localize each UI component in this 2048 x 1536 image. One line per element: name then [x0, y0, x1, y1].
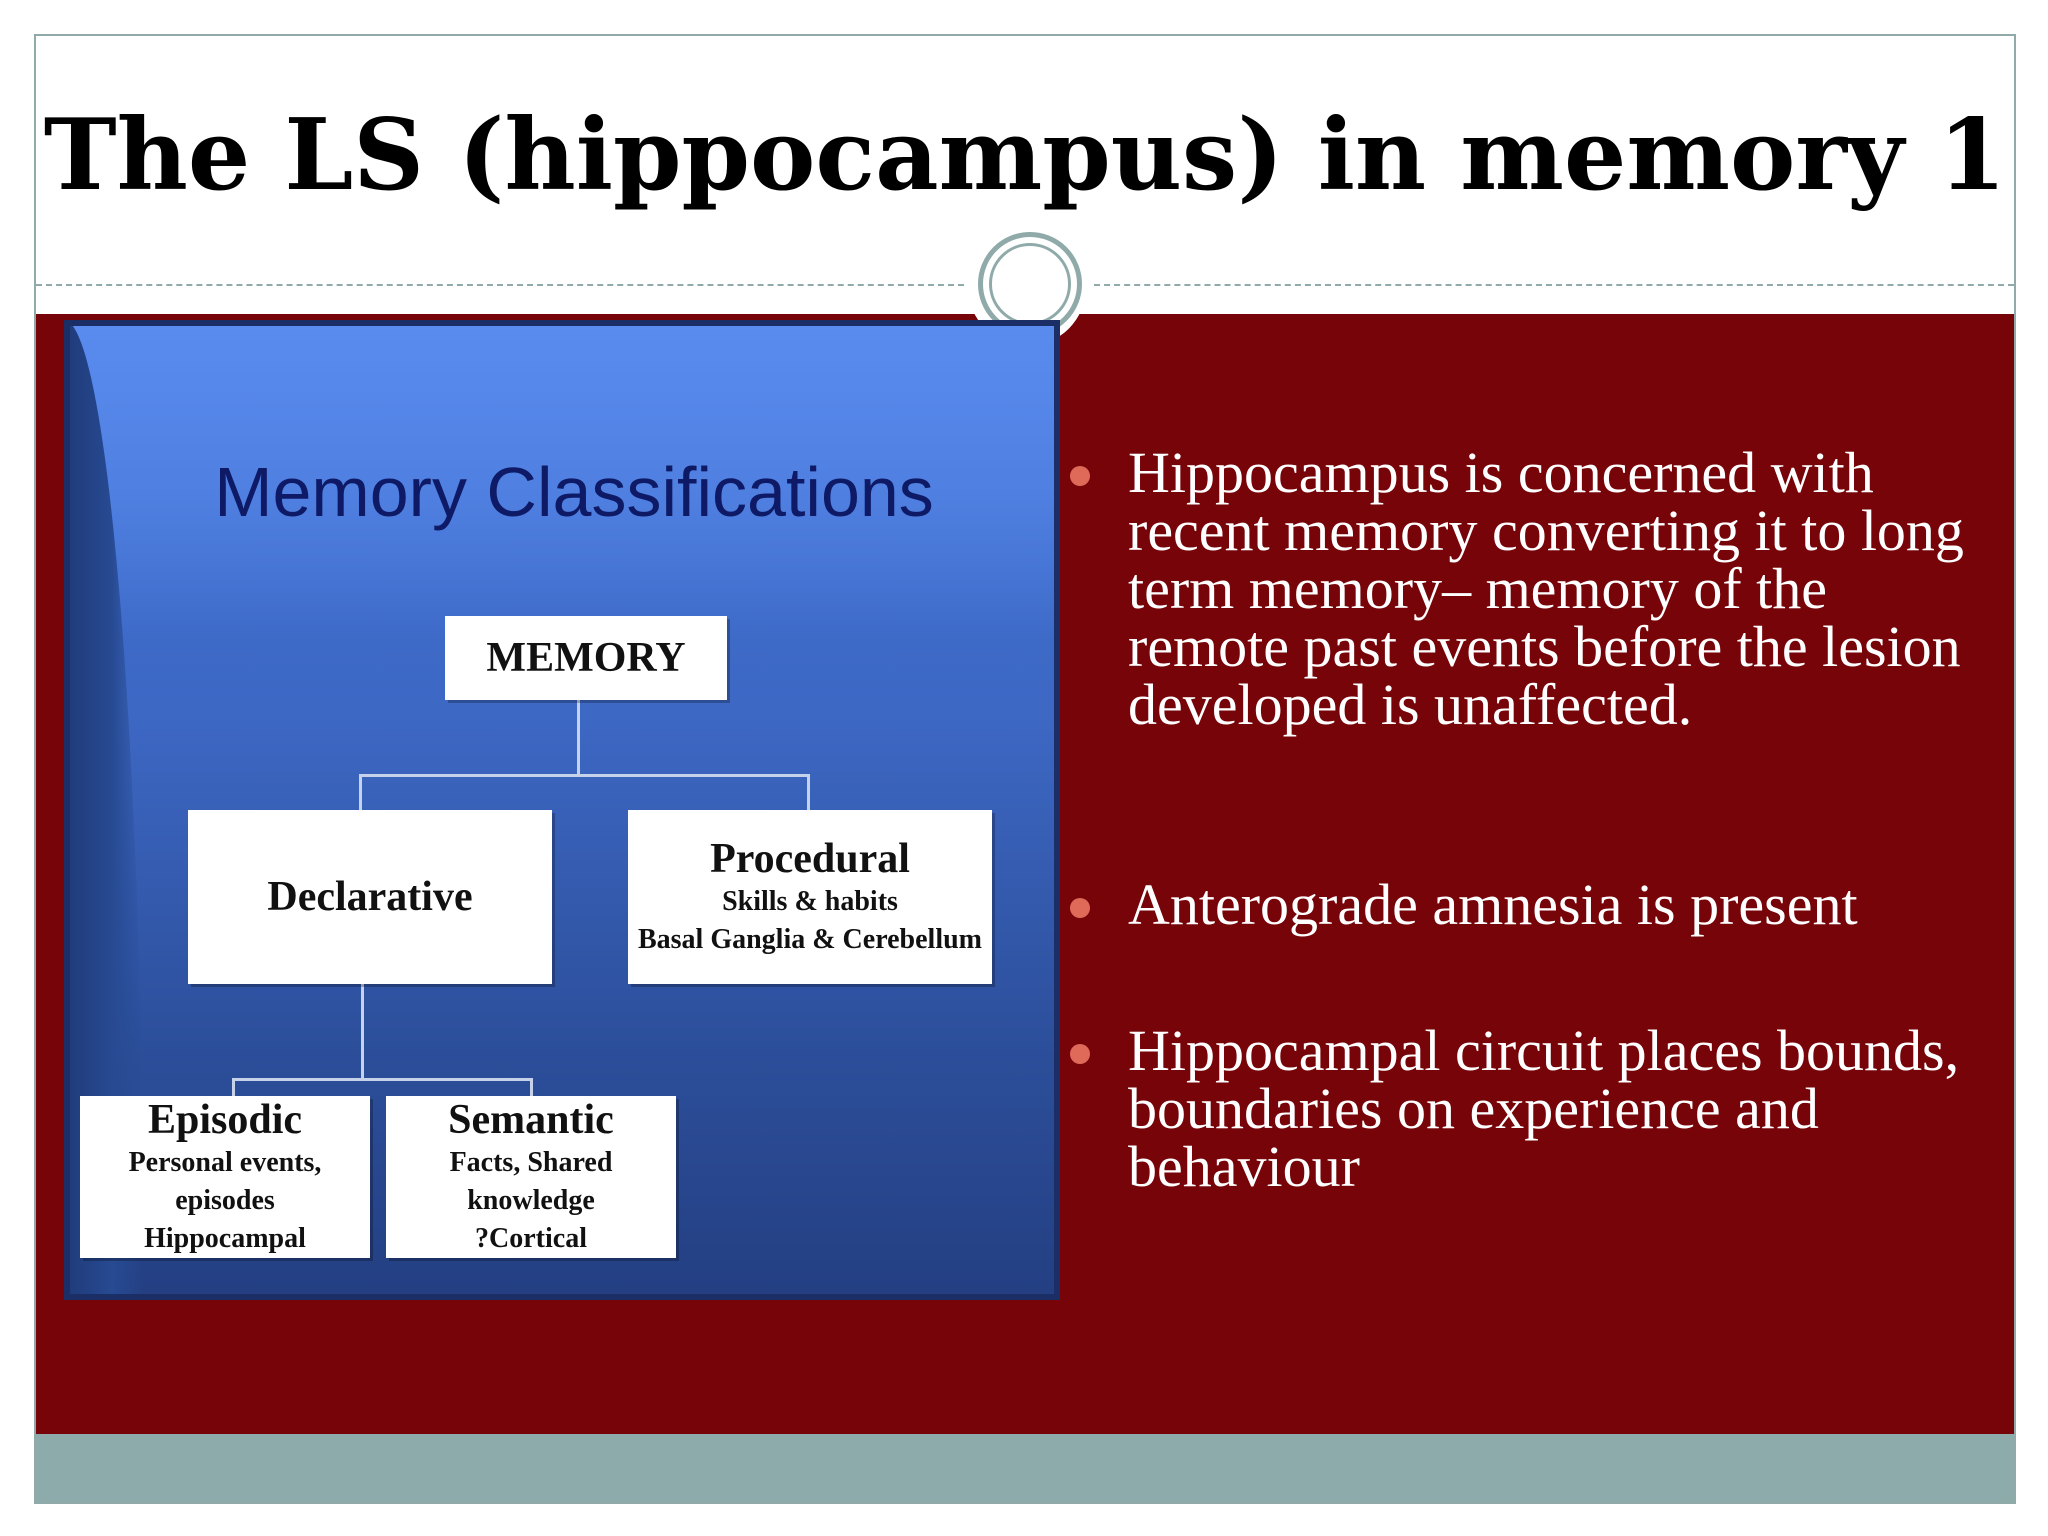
bullet-item: Anterograde amnesia is present: [1070, 876, 2000, 934]
bullet-text: Hippocampal circuit places bounds, bound…: [1128, 1018, 1960, 1199]
procedural-box: Procedural Skills & habits Basal Ganglia…: [628, 810, 992, 984]
footer-band: [36, 1434, 2014, 1502]
figure-border: [64, 320, 1060, 1300]
bullet-item: Hippocampus is concerned with recent mem…: [1070, 444, 2000, 734]
connector-root-down: [577, 700, 580, 776]
semantic-box: Semantic Facts, Shared knowledge ?Cortic…: [386, 1096, 676, 1258]
bullet-list: Hippocampus is concerned with recent mem…: [1070, 444, 2000, 1338]
declarative-box: Declarative: [188, 810, 552, 984]
semantic-line1: Facts, Shared knowledge: [449, 1147, 613, 1216]
figure-title: Memory Classifications: [214, 453, 934, 531]
episodic-label: Episodic: [147, 1097, 303, 1143]
declarative-label: Declarative: [267, 874, 473, 920]
bullet-text: Hippocampus is concerned with recent mem…: [1128, 440, 1964, 737]
connector-to-declarative: [359, 774, 362, 830]
title-divider-right: [1094, 284, 2014, 286]
episodic-line2: Hippocampal: [144, 1223, 306, 1254]
semantic-line2: ?Cortical: [475, 1223, 587, 1254]
memory-root-box: MEMORY: [445, 616, 727, 700]
figure-background-glow: [64, 320, 1060, 640]
bullet-text: Anterograde amnesia is present: [1128, 872, 1858, 937]
title-divider-left: [36, 284, 964, 286]
procedural-line2: Basal Ganglia & Cerebellum: [637, 924, 983, 955]
episodic-box: Episodic Personal events, episodes Hippo…: [80, 1096, 370, 1258]
memory-root-label: MEMORY: [486, 635, 686, 681]
connector-level1-horizontal: [359, 774, 809, 777]
bullet-dot-icon: [1070, 1044, 1090, 1064]
bullet-item: Hippocampal circuit places bounds, bound…: [1070, 1022, 2000, 1196]
bullet-dot-icon: [1070, 898, 1090, 918]
connector-declarative-down: [361, 984, 364, 1080]
slide-title: The LS (hippocampus) in memory 1: [43, 98, 2007, 213]
divider-circle-icon: [978, 232, 1082, 336]
semantic-label: Semantic: [448, 1097, 614, 1143]
procedural-line1: Skills & habits: [722, 886, 898, 917]
bullet-dot-icon: [1070, 466, 1090, 486]
connector-to-procedural: [807, 774, 810, 830]
connector-level2-horizontal: [232, 1078, 532, 1081]
episodic-line1: Personal events, episodes: [128, 1147, 322, 1216]
procedural-label: Procedural: [710, 836, 910, 882]
memory-classification-figure: Memory Classifications MEMORY Declarativ…: [64, 320, 1060, 1300]
